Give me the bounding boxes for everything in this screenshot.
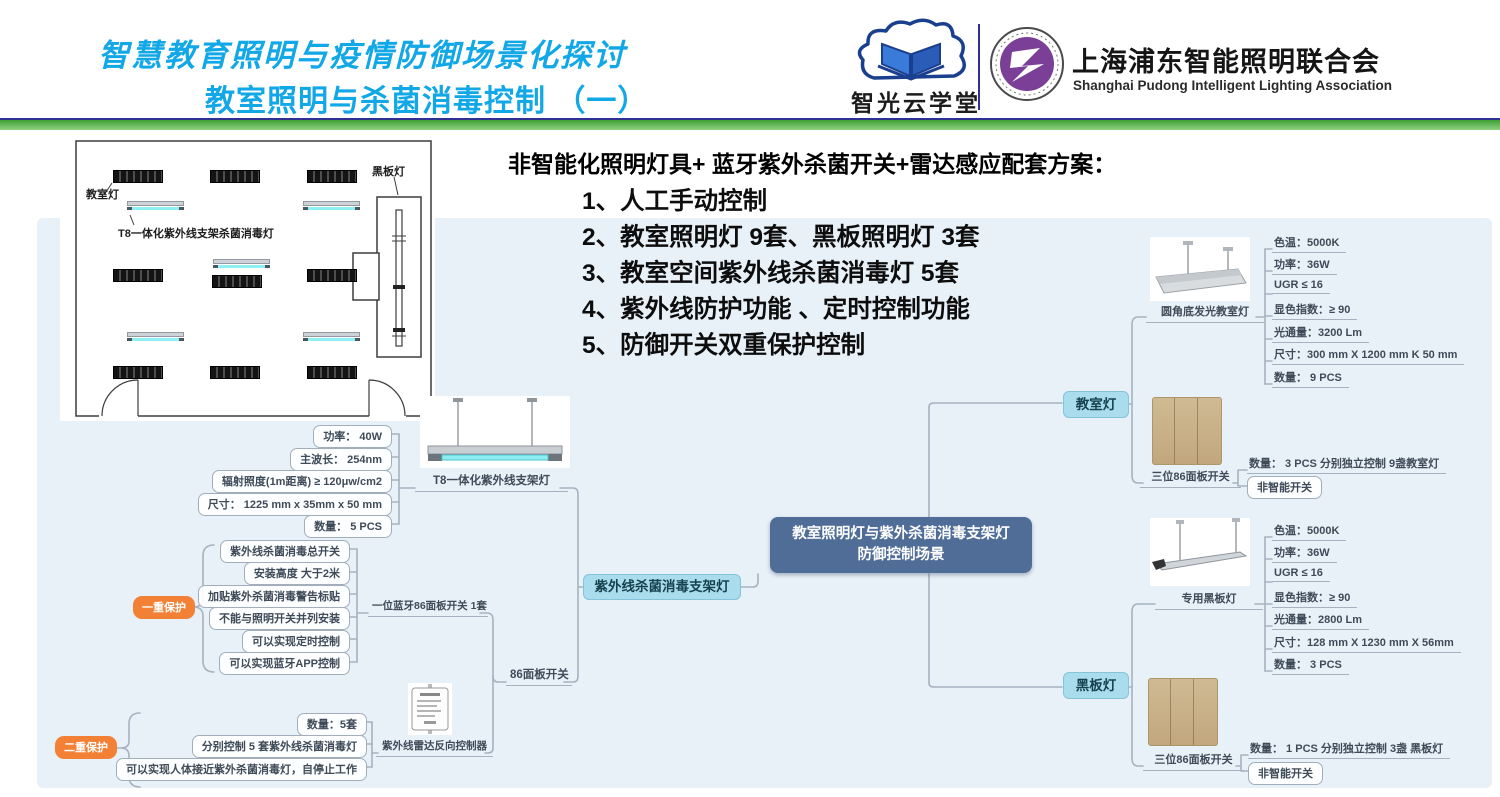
blackboard-switch-label: 三位86面板开关 [1143, 751, 1244, 771]
protection1-item: 不能与照明开关并列安装 [209, 607, 350, 630]
classroom-lamp-prop: 色温：5000K [1272, 234, 1347, 253]
classroom-lamp-label: 圆角底发光教室灯 [1146, 303, 1264, 323]
page-title-line1: 智慧教育照明与疫情防御场景化探讨 [98, 38, 626, 73]
central-topic-line2: 防御控制场景 [857, 547, 945, 564]
classroom-light [212, 275, 262, 288]
t8-prop: 主波长： 254nm [290, 448, 392, 471]
floorplan-walls [75, 140, 432, 417]
scheme-item: 4、紫外线防护功能 、定时控制功能 [582, 296, 970, 323]
classroom-light [307, 170, 357, 183]
scheme-item: 3、教室空间紫外线杀菌消毒灯 5套 [582, 260, 960, 287]
classroom-switch-label: 三位86面板开关 [1140, 468, 1241, 488]
header-divider-bar [0, 118, 1500, 130]
classroom-light [113, 170, 163, 183]
logo-left-text: 智光云学堂 [851, 90, 981, 116]
classroom-light [210, 366, 260, 379]
t8-prop: 尺寸： 1225 mm x 35mm x 50 mm [197, 493, 392, 516]
central-topic-line1: 教室照明灯与紫外杀菌消毒支架灯 [792, 526, 1010, 542]
blackboard-light-node: 黑板灯 [1063, 672, 1129, 699]
uv-light [303, 201, 360, 210]
classroom-light [210, 170, 260, 183]
uv-light [303, 332, 360, 341]
radar-controller-label: 紫外线雷达反向控制器 [376, 738, 493, 757]
blackboard-switch-type: 非智能开关 [1248, 762, 1323, 785]
classroom-lamp-image [1150, 237, 1250, 301]
scheme-heading: 非智能化照明灯具+ 蓝牙紫外杀菌开关+雷达感应配套方案： [508, 151, 1117, 177]
classroom-switch-qty: 数量： 3 PCS 分别独立控制 9盏教室灯 [1247, 455, 1447, 474]
central-topic-node: 教室照明灯与紫外杀菌消毒支架灯 防御控制场景 [770, 517, 1032, 574]
t8-prop: 辐射照度(1m距离) ≥ 120μw/cm2 [211, 470, 392, 493]
blackboard-lamp-prop: 功率：36W [1272, 544, 1337, 563]
protection1-item: 可以实现定时控制 [242, 630, 350, 653]
scheme-item: 5、防御开关双重保护控制 [582, 332, 866, 359]
book-cloud-logo-icon [852, 16, 980, 86]
plan-classroom-light-label: 教室灯 [86, 189, 119, 201]
association-name-en: Shanghai Pudong Intelligent Lighting Ass… [1073, 78, 1392, 93]
protection1-item: 加贴紫外杀菌消毒警告标贴 [198, 585, 350, 608]
classroom-lamp-prop: 数量： 9 PCS [1272, 369, 1349, 388]
panel86-label: 86面板开关 [506, 666, 572, 686]
t8-prop: 数量： 5 PCS [304, 515, 392, 538]
classroom-light [307, 269, 357, 282]
classroom-switch-image [1152, 397, 1222, 465]
blackboard-lamp-prop: 数量： 3 PCS [1272, 656, 1349, 675]
plan-uv-light-label: T8一体化紫外线支架杀菌消毒灯 [118, 228, 274, 240]
protection2-item: 数量：5套 [296, 713, 367, 736]
plan-blackboard-light-label: 黑板灯 [372, 166, 405, 178]
t8-lamp-label: T8一体化紫外线支架灯 [415, 472, 568, 492]
uv-light [213, 259, 270, 268]
t8-prop: 功率： 40W [313, 425, 392, 448]
classroom-light-node: 教室灯 [1063, 391, 1129, 418]
uv-branch-node: 紫外线杀菌消毒支架灯 [583, 574, 741, 600]
uv-light [127, 201, 184, 210]
radar-controller-image [408, 683, 452, 735]
classroom-lamp-prop: UGR ≤ 16 [1272, 279, 1330, 294]
blackboard-lamp-prop: 色温：5000K [1272, 522, 1347, 541]
blackboard-switch-qty: 数量： 1 PCS 分别独立控制 3盏 黑板灯 [1248, 740, 1451, 759]
scheme-list: 1、人工手动控制 2、教室照明灯 9套、黑板照明灯 3套 3、教室空间紫外线杀菌… [582, 184, 980, 364]
protection1-item: 紫外线杀菌消毒总开关 [220, 540, 350, 563]
protection2-item: 可以实现人体接近紫外杀菌消毒灯，自停止工作 [116, 758, 367, 781]
classroom-switch-type: 非智能开关 [1247, 476, 1322, 499]
scheme-item: 1、人工手动控制 [582, 188, 768, 215]
blackboard-lamp-prop: 光通量：2800 Lm [1272, 611, 1370, 630]
classroom-lamp-prop: 功率：36W [1272, 256, 1337, 275]
classroom-lamp-prop: 显色指数：≥ 90 [1272, 301, 1358, 320]
protection2-node: 二重保护 [55, 736, 117, 759]
association-emblem-icon [988, 20, 1066, 112]
classroom-floorplan: 教室灯 T8一体化紫外线支架杀菌消毒灯 黑板灯 [60, 133, 435, 421]
bt-panel-label: 一位蓝牙86面板开关 1套 [368, 598, 488, 617]
uv-light [127, 332, 184, 341]
blackboard-lamp-image [1150, 518, 1250, 586]
protection2-item: 分别控制 5 套紫外线杀菌消毒灯 [191, 735, 367, 758]
classroom-lamp-prop: 尺寸：300 mm X 1200 mm K 50 mm [1272, 346, 1465, 365]
association-name-cn: 上海浦东智能照明联合会 [1072, 47, 1380, 77]
classroom-light [113, 269, 163, 282]
protection1-item: 安装高度 大于2米 [243, 562, 350, 585]
blackboard-lamp-prop: 显色指数：≥ 90 [1272, 589, 1358, 608]
classroom-light [113, 366, 163, 379]
scheme-item: 2、教室照明灯 9套、黑板照明灯 3套 [582, 224, 980, 251]
logo-divider [978, 24, 980, 110]
blackboard-switch-image [1148, 678, 1218, 746]
t8-uv-lamp-image [420, 396, 570, 468]
classroom-lamp-prop: 光通量：3200 Lm [1272, 324, 1370, 343]
classroom-light [307, 366, 357, 379]
protection1-item: 可以实现蓝牙APP控制 [219, 652, 350, 675]
blackboard-lamp-prop: UGR ≤ 16 [1272, 567, 1330, 582]
protection1-node: 一重保护 [133, 596, 195, 619]
blackboard-lamp-label: 专用黑板灯 [1155, 590, 1263, 610]
page-title-line2: 教室照明与杀菌消毒控制 （一） [205, 85, 649, 118]
blackboard-lamp-prop: 尺寸：128 mm X 1230 mm X 56mm [1272, 634, 1461, 653]
